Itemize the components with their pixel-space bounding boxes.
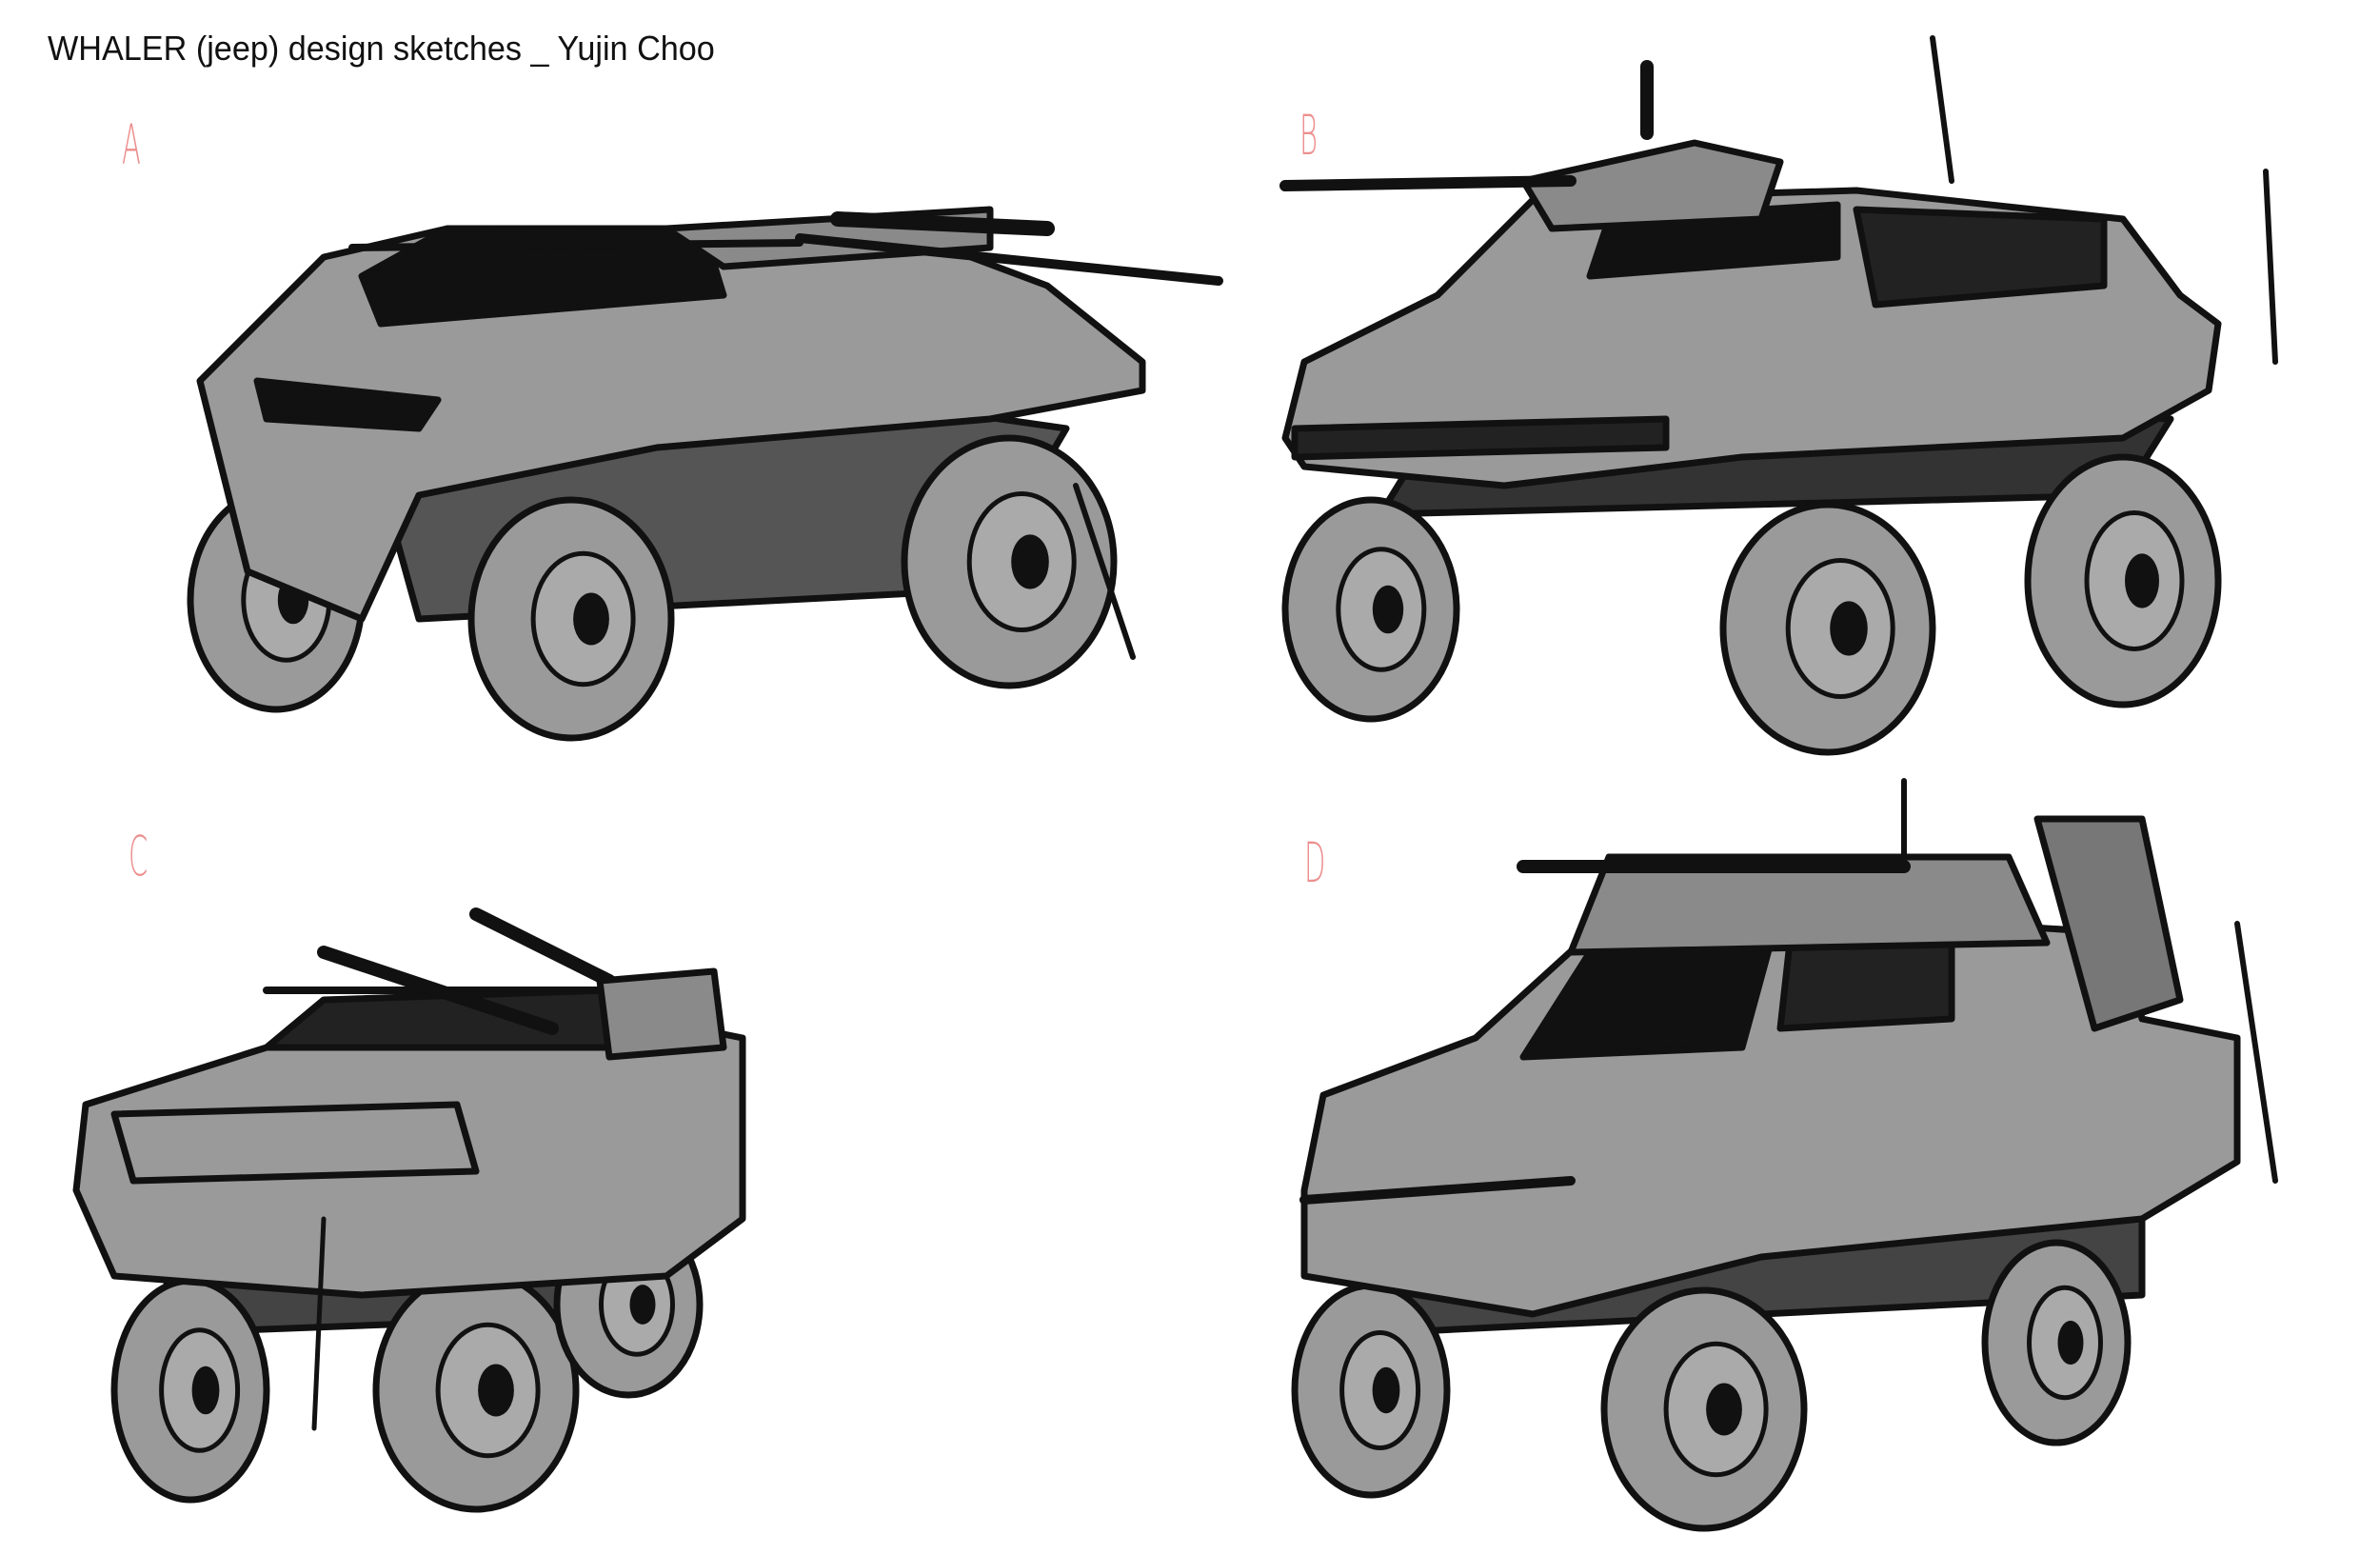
windshield <box>263 987 613 1051</box>
bumper <box>1291 415 1670 461</box>
sketch-label-a: A <box>122 112 141 177</box>
cable <box>311 1216 327 1431</box>
antenna <box>1930 35 1954 184</box>
jeep-sketch-d <box>1291 778 2278 1532</box>
wheel-hub <box>2125 553 2159 608</box>
side-tank <box>2033 815 2184 1032</box>
wheel-hub <box>1011 534 1049 589</box>
gun-barrel <box>830 211 1055 236</box>
gun-barrel <box>795 233 1223 286</box>
roof-rack <box>348 239 803 251</box>
wheel-hub <box>1830 601 1868 656</box>
sheet-title: WHALER (jeep) design sketches _ Yujin Ch… <box>48 29 715 68</box>
cannon-barrel <box>469 907 616 987</box>
roof-cargo <box>1567 853 2051 956</box>
wheel-hub <box>1706 1383 1742 1436</box>
wheel-hub <box>1372 585 1404 634</box>
gun-barrel <box>1279 175 1577 191</box>
front-bumper <box>110 1101 480 1185</box>
jeep-sketch-a <box>187 206 1223 742</box>
wheel-hub <box>573 592 609 646</box>
cable <box>1073 483 1136 660</box>
wheel-hub <box>1372 1366 1400 1414</box>
wheel-hub <box>478 1364 514 1417</box>
antenna <box>2263 169 2278 365</box>
jeep-sketch-c <box>72 907 746 1513</box>
sketch-label-c: C <box>129 824 149 888</box>
front-bumper <box>1299 1176 1576 1205</box>
body <box>1300 920 2241 1318</box>
cannon-barrel <box>317 946 559 1035</box>
cable <box>2234 921 2278 1184</box>
sketch-label-b: B <box>1299 103 1318 168</box>
grille <box>253 377 442 432</box>
wheel-hub <box>191 1366 220 1415</box>
turret <box>1519 139 1784 232</box>
sketch-label-d: D <box>1304 830 1326 895</box>
side-window <box>1853 206 2108 309</box>
wheel-hub <box>2057 1320 2084 1366</box>
wheel-hub <box>629 1285 656 1325</box>
gun-housing <box>596 967 727 1061</box>
jeep-sketch-b <box>1279 35 2278 756</box>
